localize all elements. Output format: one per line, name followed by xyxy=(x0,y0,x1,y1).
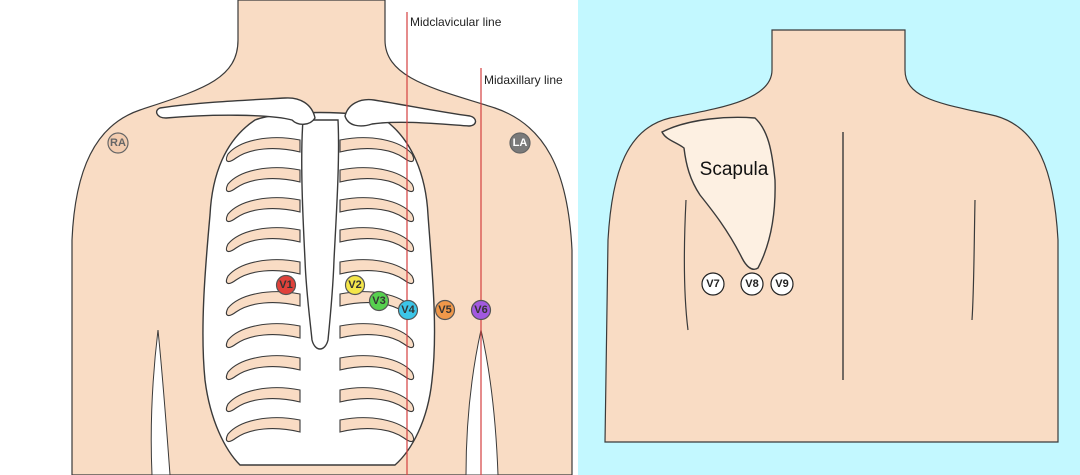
rib-gap-right xyxy=(339,387,415,413)
lead-v1-label: V1 xyxy=(279,279,292,291)
midaxillary-label: Midaxillary line xyxy=(484,73,563,87)
rib-gap-right xyxy=(339,227,415,253)
rib-gap-left xyxy=(225,355,301,381)
lead-v6: V6 xyxy=(470,299,492,321)
lead-v6-label: V6 xyxy=(474,304,487,316)
rib-gap-left xyxy=(225,259,301,285)
lead-v1: V1 xyxy=(275,274,297,296)
lead-v3-label: V3 xyxy=(372,295,385,307)
lead-v7-marker xyxy=(701,272,725,296)
rib-gap-left xyxy=(225,197,301,223)
lead-v6-marker xyxy=(470,299,492,321)
rib-gap-right xyxy=(339,197,415,223)
rib-gap-left xyxy=(225,167,301,193)
right-clavicle xyxy=(344,98,477,127)
lead-v4-marker xyxy=(397,299,419,321)
lead-v3-marker xyxy=(368,290,390,312)
back-right-arm-crease xyxy=(971,199,976,321)
rib-gap-left xyxy=(225,323,301,349)
rib-gap-left xyxy=(225,387,301,413)
rib-gap-right xyxy=(339,167,415,193)
back-view: Scapula V7 V8 V9 xyxy=(578,0,1080,475)
posterior-leads: V7 V8 V9 xyxy=(701,272,794,296)
lead-v4: V4 xyxy=(397,299,419,321)
rib-gap-left xyxy=(225,291,301,317)
lead-la-label: LA xyxy=(513,137,528,149)
front-view: Midclavicular line Midaxillary line RA LA… xyxy=(71,0,573,475)
rib-gap-right xyxy=(339,323,415,349)
rib-gap-right xyxy=(339,137,415,163)
lead-la: LA xyxy=(509,132,531,154)
lead-v3: V3 xyxy=(368,290,390,312)
ribs xyxy=(225,137,415,443)
lead-v2-marker xyxy=(344,274,366,296)
lead-v7-label: V7 xyxy=(706,278,719,290)
lead-v5-marker xyxy=(434,299,456,321)
lead-la-marker xyxy=(509,132,531,154)
lead-v2-label: V2 xyxy=(348,279,361,291)
lead-v8: V8 xyxy=(740,272,764,296)
rib-gap-left xyxy=(225,227,301,253)
midclavicular-label: Midclavicular line xyxy=(410,15,502,29)
lead-v8-label: V8 xyxy=(745,278,758,290)
rib-gap-right xyxy=(339,417,415,443)
sternum xyxy=(301,119,340,350)
lead-ra-marker xyxy=(107,132,129,154)
lead-v9-marker xyxy=(770,272,794,296)
back-left-arm-crease xyxy=(683,199,689,331)
rib-gap-left xyxy=(225,137,301,163)
limb-leads: RA LA xyxy=(107,132,531,154)
lead-ra-label: RA xyxy=(110,137,126,149)
left-arm-gap xyxy=(150,329,171,475)
rib-gap-right xyxy=(339,355,415,381)
lead-v9: V9 xyxy=(770,272,794,296)
lead-v1-marker xyxy=(275,274,297,296)
rib-gap-left xyxy=(225,417,301,443)
lead-v9-label: V9 xyxy=(775,278,788,290)
lead-v8-marker xyxy=(740,272,764,296)
lead-v5: V5 xyxy=(434,299,456,321)
right-arm-gap xyxy=(465,329,499,475)
lead-ra: RA xyxy=(107,132,129,154)
left-clavicle xyxy=(155,97,316,125)
lead-v7: V7 xyxy=(701,272,725,296)
rib-gap-right xyxy=(339,259,415,285)
lead-v5-label: V5 xyxy=(438,304,451,316)
scapula xyxy=(661,116,776,270)
lead-v2: V2 xyxy=(344,274,366,296)
scapula-label: Scapula xyxy=(700,159,769,180)
lead-v4-label: V4 xyxy=(401,304,415,316)
